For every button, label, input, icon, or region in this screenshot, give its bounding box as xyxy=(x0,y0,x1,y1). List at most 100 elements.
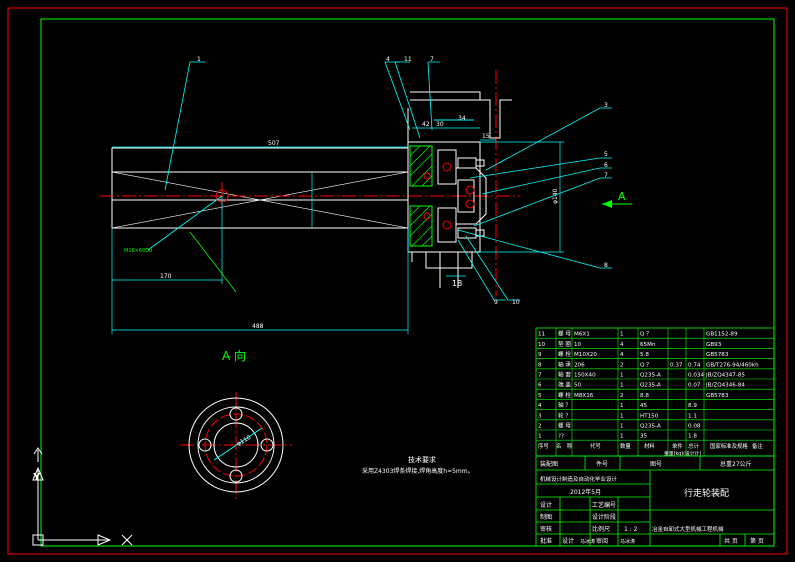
bom-header-name: 名 称 xyxy=(556,442,573,450)
bom-cell-std: GB1152-89 xyxy=(706,332,738,338)
tb-scale: 1 : 2 xyxy=(624,526,638,533)
dim-small-2: 34 xyxy=(458,115,466,122)
bom-cell-qty: 1 xyxy=(620,332,624,338)
bom-cell-no: 9 xyxy=(538,352,542,358)
bom-cell-qty: 1 xyxy=(620,434,624,440)
balloon-labels: 1 4 11 7 3 5 6 7 8 9 10 M16×60D0 xyxy=(124,56,608,306)
bom-header-spec: 代号 xyxy=(590,442,601,450)
tb-date: 2012年5月 xyxy=(570,488,601,496)
tb-role-2: 制图 xyxy=(540,513,552,521)
bom-cell-no: 1 xyxy=(538,434,542,440)
bom-cell-mat: 35 xyxy=(640,434,648,440)
bom-cell-qty: 1 xyxy=(620,373,624,379)
view-arrow-label: A xyxy=(618,190,626,203)
balloon-9: 9 xyxy=(494,299,498,306)
tb-bottom-3: 审阅 xyxy=(596,537,608,545)
tb-sheet-1: 共 页 xyxy=(724,537,738,545)
bom-cell-mat: Q235-A xyxy=(640,424,661,430)
tb-subtitle: 冶金自卸式大型机械工程机械 xyxy=(652,525,724,533)
bom-cell-name: 轴 承 xyxy=(558,360,571,368)
bom-header-std: 国家标准及规格 xyxy=(710,442,748,450)
bom-cell-std: GB5783 xyxy=(706,393,729,399)
bom-cell-name: ?? xyxy=(558,434,564,440)
tb-bottom-2: 马冰涛 xyxy=(580,538,595,545)
bom-cell-total: 1.1 xyxy=(688,413,697,419)
bom-cell-total: 8.9 xyxy=(688,403,697,409)
tb-field-3: 比例尺 xyxy=(592,525,610,533)
dim-overall-bottom: 488 xyxy=(252,323,264,330)
dim-small-4: 15 xyxy=(482,133,490,140)
svg-text:Y: Y xyxy=(33,473,40,483)
tb-role-4: 批准 xyxy=(540,537,552,545)
bom-cell-mat: 65Mn xyxy=(640,342,656,348)
bom-cell-name: 轴 套 xyxy=(558,371,571,379)
bom-cell-qty: 2 xyxy=(620,393,624,399)
tb-field-1: 工艺编号 xyxy=(592,501,616,509)
tb-sheet-ref: 总重27公斤 xyxy=(720,460,752,468)
bom-cell-total: 0.034 xyxy=(688,373,704,379)
tb-sheet-2: 第 页 xyxy=(750,537,764,545)
tb-school: 机械设计制造及自动化毕业设计 xyxy=(540,475,618,483)
a-view-label: A 向 xyxy=(222,348,246,363)
bom-cell-name: 垫 圈 xyxy=(558,340,571,348)
bom-cell-qty: 2 xyxy=(620,362,624,368)
bom-cell-std: GB93 xyxy=(706,342,722,348)
bom-header-no: 序号 xyxy=(538,442,549,450)
bom-cell-no: 4 xyxy=(538,403,542,409)
balloon-7: 7 xyxy=(604,172,608,179)
bom-cell-spec: M10X20 xyxy=(574,352,597,358)
view-arrow-a: A xyxy=(602,190,632,208)
bom-header-qty: 数量 xyxy=(620,442,631,450)
bom-cell-qty: 1 xyxy=(620,424,624,430)
dim-pitch-circle: φ110 xyxy=(236,434,253,448)
dim-right-18: 18 xyxy=(452,279,462,288)
tech-req-title: 技术要求 xyxy=(408,455,436,464)
balloon-6: 6 xyxy=(604,162,608,169)
bom-cell-total: 0.08 xyxy=(688,424,701,430)
bom-cell-no: 3 xyxy=(538,413,542,419)
bom-cell-std: JB/ZQ4346-84 xyxy=(705,383,745,389)
leader-lines xyxy=(147,61,612,301)
balloon-1: 1 xyxy=(197,56,201,63)
bom-cell-no: 2 xyxy=(538,424,542,430)
bom-cell-mat: Q ？ xyxy=(640,361,652,368)
bom-cell-no: 10 xyxy=(538,342,546,348)
bom-cell-mat: 45 xyxy=(640,403,648,409)
bom-cell-spec: 50 xyxy=(574,383,582,389)
bom-cell-name: 螺 母 xyxy=(558,330,571,338)
bom-cell-mat: Q235-A xyxy=(640,373,661,379)
a-view-flange: A 向 φ110 xyxy=(180,348,292,500)
balloon-4: 4 xyxy=(386,56,390,63)
bom-cell-qty: 1 xyxy=(620,413,624,419)
dim-bore: φ140 xyxy=(552,188,559,204)
tb-bottom-4: 马冰涛 xyxy=(620,538,635,545)
dimension-texts: 507 488 170 φ140 18 42 34 30 15 xyxy=(160,115,559,330)
bom-cell-spec: 10 xyxy=(574,342,582,348)
dim-left-170: 170 xyxy=(160,273,172,280)
bom-cell-qty: 1 xyxy=(620,383,624,389)
bom-cell-qty: 1 xyxy=(620,403,624,409)
tb-bottom-1: 设计 xyxy=(562,537,574,545)
bom-cell-std: GB5783 xyxy=(706,352,729,358)
tb-field-2: 设计阶段 xyxy=(592,513,616,521)
bom-cell-no: 7 xyxy=(538,373,542,379)
balloon-3: 3 xyxy=(604,102,608,109)
balloon-5: 5 xyxy=(604,151,608,158)
bom-cell-spec: M6X1 xyxy=(574,332,590,338)
bom-cell-no: 11 xyxy=(538,332,546,338)
tb-role-3: 审核 xyxy=(540,525,552,533)
bom-cell-no: 8 xyxy=(538,362,542,368)
dim-overall-top: 507 xyxy=(268,140,280,147)
bom-cell-total: 0.07 xyxy=(688,383,701,389)
bom-cell-std: GB/T276-94/460kh xyxy=(706,362,759,368)
bom-cell-name: 轴 ？ xyxy=(558,401,571,409)
tb-role-1: 设计 xyxy=(540,501,552,509)
balloon-7-top: 7 xyxy=(430,56,434,63)
bom-cell-name: 轮 ？ xyxy=(558,411,571,419)
bom-cell-spec: M8X16 xyxy=(574,393,594,399)
bom-cell-total: 1.8 xyxy=(688,434,697,440)
tb-assembly: 装配图 xyxy=(540,460,558,468)
dimension-lines xyxy=(111,127,564,334)
tb-drawing-no: 图号 xyxy=(650,461,662,468)
